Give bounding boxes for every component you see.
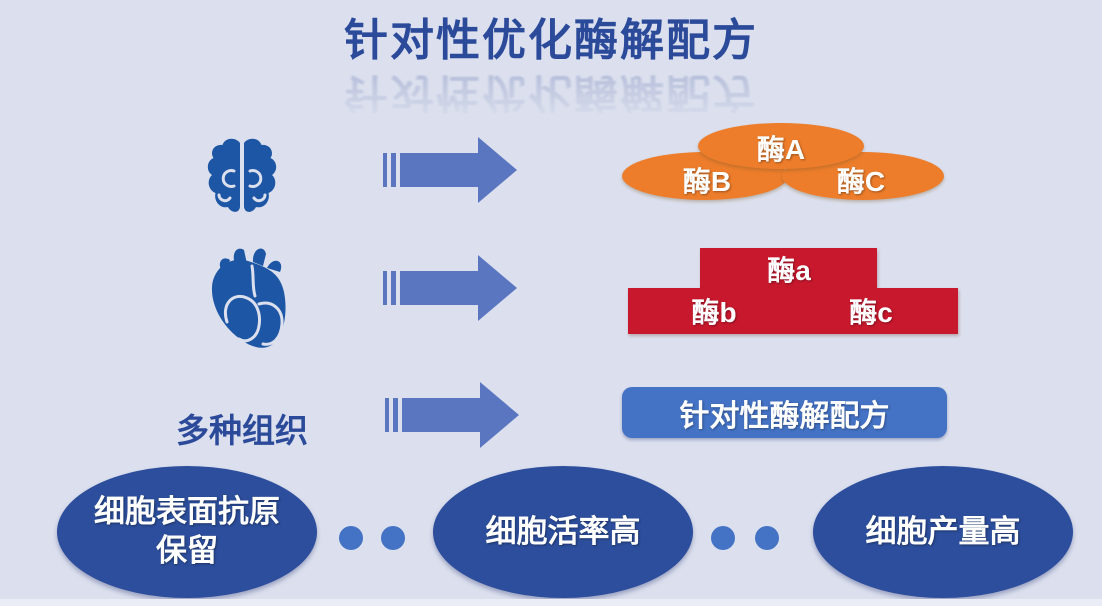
brain-icon [206,136,278,214]
heart-icon [203,242,303,357]
outcome-viability-label: 细胞活率高 [485,513,641,549]
separator-dot [381,526,405,550]
targeted-formula-pill: 针对性酶解配方 [622,387,947,438]
right-arrow-icon [383,136,518,204]
enzyme-C-label: 酶C [836,166,886,197]
reflection-fade-overlay [0,62,1102,126]
right-arrow-icon [383,254,518,322]
tissues-label: 多种组织 [176,412,308,449]
page-title: 针对性优化酶解配方 [344,16,758,65]
outcome-antigen-line1: 细胞表面抗原 [94,494,280,530]
enzyme-c-label: 酶c [849,297,893,328]
bottom-edge-strip [0,599,1102,606]
outcome-antigen-ellipse: 细胞表面抗原 保留 [57,466,317,598]
enzyme-b-label: 酶b [691,297,737,328]
enzyme-podium-top [700,248,877,289]
separator-dot [755,526,779,550]
enzyme-podium-bottom [628,288,958,334]
outcome-viability-ellipse: 细胞活率高 [433,466,693,598]
enzyme-cloud-top [698,123,864,169]
enzyme-a-label: 酶a [767,255,811,286]
enzyme-A-label: 酶A [756,134,806,165]
separator-dot [339,526,363,550]
right-arrow-icon [385,381,520,449]
outcome-yield-label: 细胞产量高 [865,513,1021,549]
separator-dot [711,526,735,550]
outcome-antigen-line2: 保留 [156,533,218,568]
targeted-formula-label: 针对性酶解配方 [679,399,890,433]
outcome-yield-ellipse: 细胞产量高 [813,466,1073,598]
enzyme-B-label: 酶B [682,166,732,197]
